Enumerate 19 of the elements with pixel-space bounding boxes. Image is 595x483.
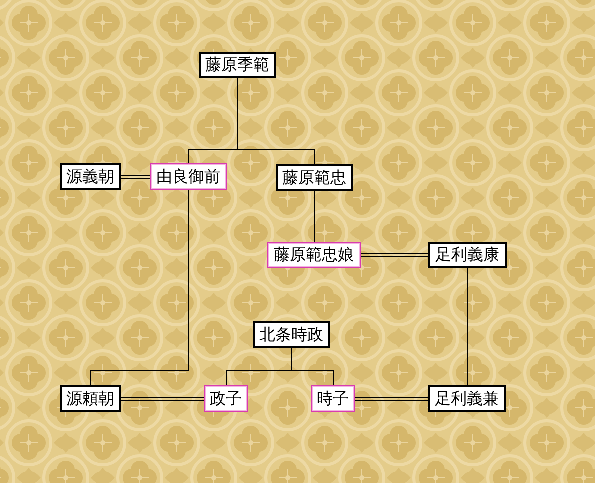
double-line <box>360 253 428 257</box>
name-box: 源義朝 <box>60 163 121 190</box>
name-box: 源頼朝 <box>60 385 121 412</box>
connector-line <box>291 348 334 386</box>
double-line <box>120 397 204 401</box>
name-box: 政子 <box>204 385 248 412</box>
double-line <box>120 175 150 179</box>
connector-line <box>467 268 468 386</box>
double-line <box>354 397 428 401</box>
name-box: 藤原範忠 <box>276 164 353 191</box>
name-box: 北条時政 <box>253 321 330 348</box>
name-box: 足利義兼 <box>428 385 506 412</box>
name-box: 由良御前 <box>150 163 227 190</box>
name-box: 時子 <box>311 385 355 412</box>
name-box: 藤原範忠娘 <box>267 242 361 268</box>
connector-line <box>90 190 189 386</box>
connector-line <box>237 78 315 164</box>
name-box: 足利義康 <box>428 242 507 268</box>
name-box: 藤原季範 <box>199 52 276 78</box>
